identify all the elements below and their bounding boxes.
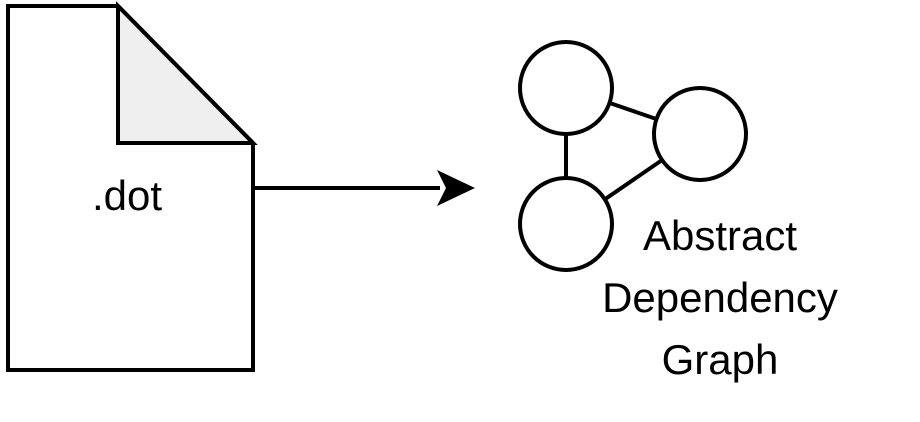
graph-label-line-1: Abstract	[643, 212, 797, 259]
arrow	[253, 170, 475, 206]
graph-node	[518, 40, 614, 136]
graph-node	[652, 86, 748, 182]
file-label: .dot	[92, 172, 162, 219]
graph-label-line-3: Graph	[662, 336, 779, 383]
graph-node	[518, 176, 614, 272]
graph-icon	[518, 40, 748, 272]
graph-label-line-2: Dependency	[602, 274, 838, 321]
dot-file-icon: .dot	[6, 1, 258, 372]
